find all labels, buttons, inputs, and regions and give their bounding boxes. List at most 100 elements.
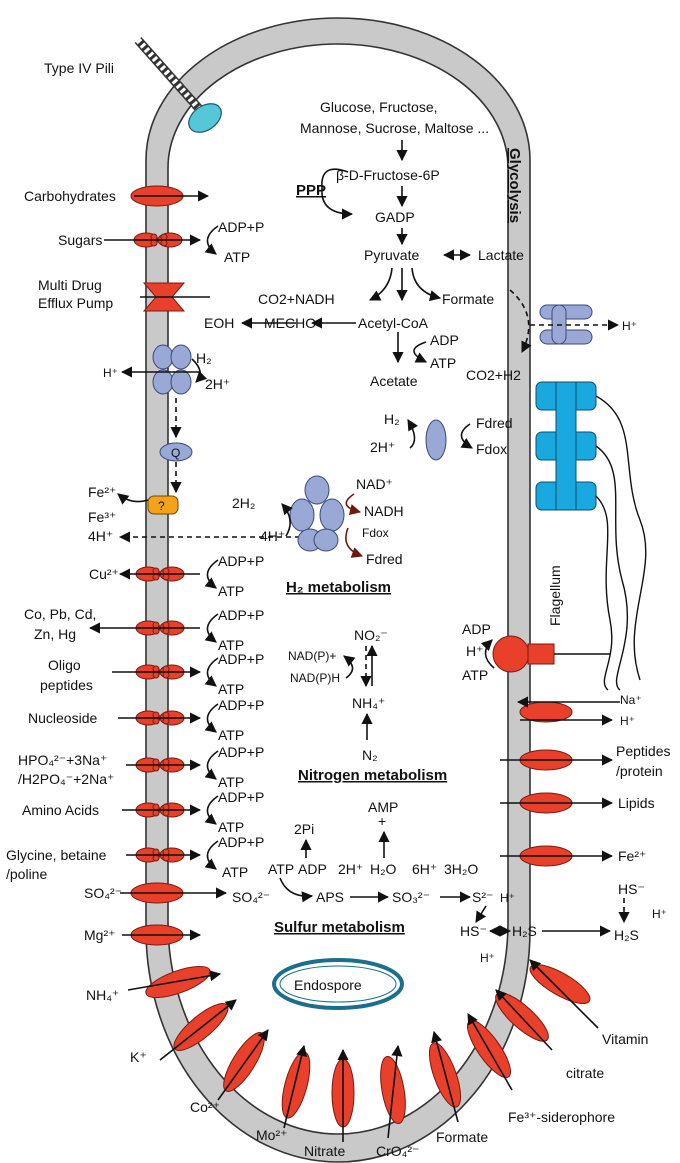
label-atp-1: ATP <box>224 249 250 265</box>
label-oligo-1: Oligo <box>48 657 81 673</box>
label-fd-red-right: Fdred <box>476 415 513 431</box>
label-h-plus-antiporter: H⁺ <box>620 714 635 728</box>
label-peptides-2: /protein <box>616 763 663 779</box>
fd-hydrogenase <box>425 419 447 461</box>
label-k-plus: K⁺ <box>130 1049 147 1065</box>
label-h2s-inside: H₂S <box>512 923 537 939</box>
label-lactate: Lactate <box>478 247 524 263</box>
type-iv-pili <box>134 37 222 133</box>
label-amino-acids: Amino Acids <box>22 802 99 818</box>
label-co2-h2: CO2+H2 <box>466 367 521 383</box>
label-atp-7: ATP <box>218 819 244 835</box>
label-h-plus-hs: H⁺ <box>480 951 495 965</box>
label-nh4: NH₄⁺ <box>86 987 119 1003</box>
label-atp-4: ATP <box>218 681 244 697</box>
label-f6p: β-D-Fructose-6P <box>336 167 440 183</box>
label-hpo4-2: /H2PO₄⁻+2Na⁺ <box>18 771 114 787</box>
label-endospore: Endospore <box>294 977 362 993</box>
label-multi-drug-1: Multi Drug <box>38 277 102 293</box>
label-co2-nadh: CO2+NADH <box>258 291 335 307</box>
quinone-pool <box>159 442 193 462</box>
bifurcating-hydrogenase <box>289 475 345 552</box>
label-h-plus-outside: H⁺ <box>652 907 667 921</box>
label-glycine-1: Glycine, betaine <box>6 847 107 863</box>
label-peptides-1: Peptides <box>616 743 670 759</box>
label-eoh: EOH <box>204 315 234 331</box>
atp-synthase <box>492 635 555 673</box>
label-atp-6: ATP <box>218 774 244 790</box>
label-plus: + <box>378 813 386 829</box>
label-atp-synthase: ATP <box>462 667 488 683</box>
label-sugars-in-2: Mannose, Sucrose, Maltose ... <box>300 120 489 136</box>
label-multi-drug-2: Efflux Pump <box>38 295 113 311</box>
label-hpo4-1: HPO₄²⁻+3Na⁺ <box>18 752 107 768</box>
label-adp-p-3: ADP+P <box>218 607 264 623</box>
label-citrate: citrate <box>566 1065 604 1081</box>
label-nad-plus: NAD⁺ <box>356 476 393 492</box>
label-nadh: NADH <box>364 503 404 519</box>
label-cro4: CrO₄²⁻ <box>376 1143 419 1159</box>
label-acetate: Acetate <box>370 373 418 389</box>
label-question: ? <box>158 499 165 513</box>
label-flagellum: Flagellum <box>547 565 563 626</box>
label-fe3-siderophore: Fe³⁺-siderophore <box>508 1109 615 1125</box>
label-formate-bottom: Formate <box>436 1129 488 1145</box>
label-fe3-left: Fe³⁺ <box>88 509 116 525</box>
label-h2o: H₂O <box>370 861 397 877</box>
label-pyruvate: Pyruvate <box>364 247 419 263</box>
label-adp-p-5: ADP+P <box>218 697 264 713</box>
label-2h-fd: 2H⁺ <box>370 439 395 455</box>
label-nh4-mid: NH₄⁺ <box>352 695 385 711</box>
label-adp-p-7: ADP+P <box>218 789 264 805</box>
label-metals-2: Zn, Hg <box>34 626 76 642</box>
label-n2: N₂ <box>362 747 378 763</box>
label-h-plus-left: H⁺ <box>103 366 118 380</box>
label-amp: AMP <box>368 799 398 815</box>
label-lipids: Lipids <box>618 795 655 811</box>
heading-h2-metabolism: H₂ metabolism <box>286 579 391 596</box>
label-oligo-2: peptides <box>40 677 93 693</box>
label-mo2: Mo²⁺ <box>256 1127 288 1143</box>
label-nadp-plus: NAD(P)+ <box>288 649 336 663</box>
label-aps: APS <box>316 889 344 905</box>
endospore <box>272 958 404 1010</box>
label-adp-p-1: ADP+P <box>218 219 264 235</box>
label-atp-8: ATP <box>222 864 248 880</box>
sodium-proton-antiporter <box>519 701 573 723</box>
label-h-plus-right: H⁺ <box>622 319 637 333</box>
label-mecho: MECHO <box>264 315 316 331</box>
label-atp-glyc: ATP <box>430 355 456 371</box>
label-nitrate: Nitrate <box>304 1143 345 1159</box>
label-fd-red-mid: Fdred <box>366 551 403 567</box>
label-hs-outside: HS⁻ <box>618 881 645 897</box>
label-acetyl-coa: Acetyl-CoA <box>358 315 429 331</box>
heading-sulfur-metabolism: Sulfur metabolism <box>274 919 405 936</box>
label-type-iv-pili: Type IV Pili <box>44 60 114 76</box>
label-2h-left: 2H⁺ <box>205 376 230 392</box>
label-adp-p-8: ADP+P <box>218 834 264 850</box>
label-6h: 6H⁺ <box>412 861 437 877</box>
label-h-synthase: H⁺ <box>466 643 484 659</box>
label-nucleoside: Nucleoside <box>28 710 97 726</box>
label-3h2o: 3H₂O <box>444 861 478 877</box>
label-4h-mid: 4H⁺ <box>260 528 285 544</box>
label-adp-p-6: ADP+P <box>218 744 264 760</box>
label-2h2: 2H₂ <box>232 495 255 511</box>
label-formate-top: Formate <box>442 291 494 307</box>
label-no2: NO₂⁻ <box>354 627 388 643</box>
label-so4: SO₄²⁻ <box>84 885 122 901</box>
label-fd-ox-mid: Fdox <box>362 526 389 540</box>
label-vitamin: Vitamin <box>602 1031 648 1047</box>
label-gadp: GADP <box>375 209 415 225</box>
label-adp-glyc: ADP <box>430 332 459 348</box>
label-co2-plus: Co²⁺ <box>190 1099 220 1115</box>
cell-interior <box>167 43 509 1135</box>
label-h2-left: H₂ <box>196 350 212 366</box>
label-s2: S²⁻ <box>472 889 493 905</box>
label-mg2: Mg²⁺ <box>84 927 116 943</box>
flagellar-motor <box>535 381 597 511</box>
label-atp-sulfur: ATP <box>268 861 294 877</box>
label-nadph: NAD(P)H <box>290 671 340 685</box>
label-fe2-left: Fe²⁺ <box>88 484 116 500</box>
label-so4-inside: SO₄²⁻ <box>232 889 270 905</box>
